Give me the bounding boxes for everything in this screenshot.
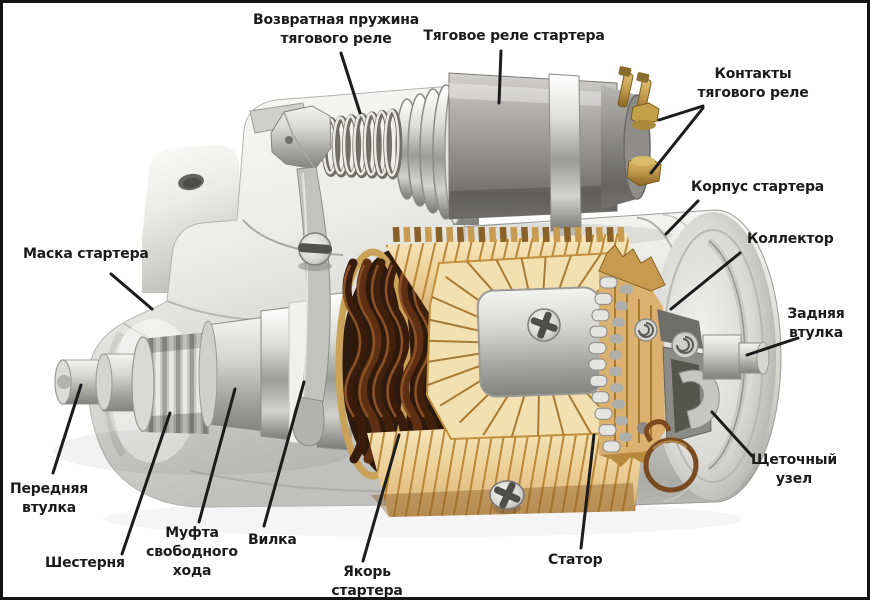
fork-pivot-screw [298, 232, 333, 271]
brush-assembly-part [637, 309, 720, 493]
solenoid-band [548, 73, 582, 232]
center-screw [527, 308, 561, 342]
solenoid-relay [395, 66, 662, 247]
yoke-bottom-screw [489, 480, 525, 514]
stator-bottom-band [367, 419, 645, 517]
brush-spring-wire-loop [643, 437, 699, 493]
return-spring-coil [321, 108, 403, 180]
rear-bushing-part [702, 334, 770, 380]
armature-stator-assembly [335, 226, 666, 517]
shift-fork [249, 102, 333, 447]
pinion-gear-part [131, 332, 209, 434]
starter-motor-illustration [51, 49, 800, 563]
solenoid-contact-terminals [617, 66, 662, 187]
fork-pivot-hex [270, 105, 332, 170]
leader-lines [51, 49, 800, 563]
commutator-part [588, 244, 666, 467]
front-shaft [54, 353, 144, 412]
armature-end-windings [342, 258, 438, 464]
rear-hardware [489, 238, 770, 514]
